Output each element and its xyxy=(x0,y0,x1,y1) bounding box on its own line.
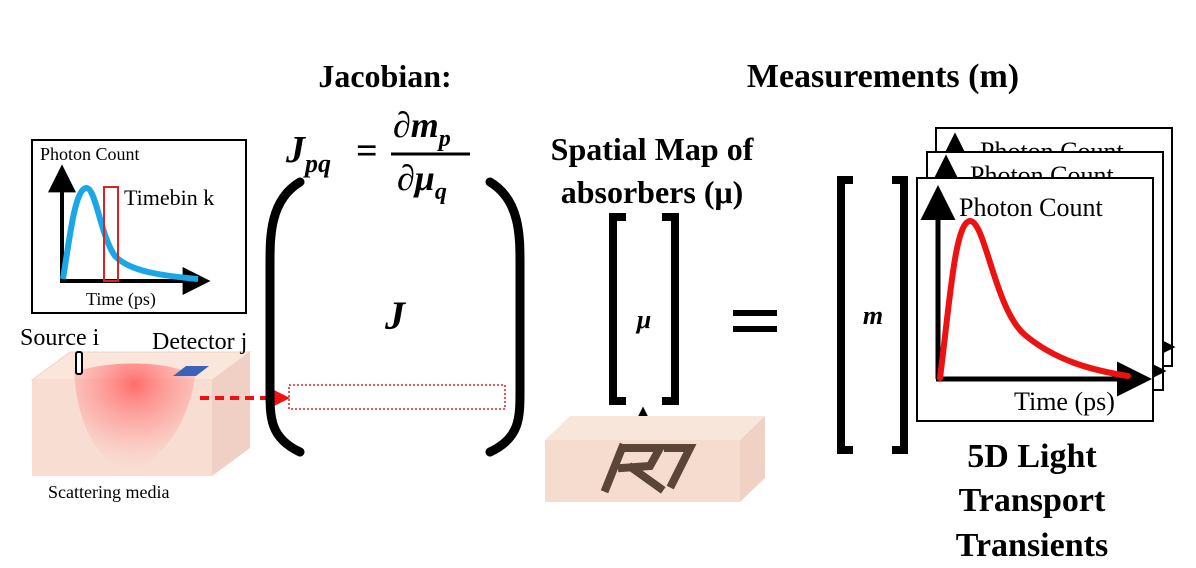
inset-plot-frame xyxy=(31,139,247,314)
transients-heading-line3: Transients xyxy=(956,527,1108,564)
absorber-block-side xyxy=(740,416,765,502)
detector-label: Detector j xyxy=(152,329,247,355)
m-symbol: m xyxy=(863,301,883,330)
scattering-media: Source i Detector j Scattering media xyxy=(20,325,252,502)
transient-xlabel: Time (ps) xyxy=(1014,387,1115,416)
detector-patch xyxy=(173,366,209,376)
equals-sign xyxy=(733,310,777,332)
equation-lhs: Jpq xyxy=(285,129,331,178)
measurements-heading: Measurements (m) xyxy=(747,58,1019,95)
timebin-box xyxy=(103,186,119,282)
media-label: Scattering media xyxy=(48,482,169,502)
transients-heading-line2: Transport xyxy=(959,482,1106,519)
transient-card-front: Photon Count Time (ps) xyxy=(916,177,1154,422)
jacobian-matrix: J xyxy=(265,177,525,457)
absorber-block-top xyxy=(545,416,765,440)
jacobian-row-highlight xyxy=(288,384,506,410)
spatial-map-heading-line2: absorbers (μ) xyxy=(561,174,744,210)
equation-numerator: ∂mp xyxy=(393,105,451,152)
scatter-banana xyxy=(74,363,195,469)
absorber-block xyxy=(545,416,765,502)
inset-curve xyxy=(60,185,199,282)
source-label: Source i xyxy=(20,325,100,351)
transients-heading-line1: 5D Light xyxy=(967,438,1097,475)
m-vector: m xyxy=(837,176,908,454)
mu-left-bracket xyxy=(609,213,626,405)
media-side-face xyxy=(212,352,250,476)
equation-equals: = xyxy=(356,130,378,172)
transient-ylabel: Photon Count xyxy=(959,193,1104,222)
jacobian-heading: Jacobian: xyxy=(318,58,451,94)
spatial-map-heading-line1: Spatial Map of xyxy=(551,131,754,167)
m-left-bracket xyxy=(837,176,853,454)
jacobian-symbol: J xyxy=(384,293,407,338)
transient-stack: Photon Count Photon Count Photon Count T… xyxy=(916,127,1176,422)
jacobian-left-bracket xyxy=(265,177,305,457)
transient-curve xyxy=(937,218,1131,381)
inset-timebin-plot: Photon Count Timebin k Time (ps) xyxy=(31,139,247,314)
inset-xlabel: Time (ps) xyxy=(86,289,156,310)
mu-symbol: μ xyxy=(635,305,651,334)
mu-vector: μ xyxy=(609,213,679,432)
jacobian-equation: Jpq = ∂mp ∂μq xyxy=(285,105,470,205)
equation-denominator: ∂μq xyxy=(397,158,447,205)
source-probe xyxy=(75,351,83,375)
jacobian-right-bracket xyxy=(485,177,525,457)
m-right-bracket xyxy=(892,176,908,454)
mu-right-bracket xyxy=(662,213,679,405)
timebin-label: Timebin k xyxy=(124,185,214,210)
absorber-shape xyxy=(600,442,697,494)
inset-ylabel: Photon Count xyxy=(40,144,140,164)
